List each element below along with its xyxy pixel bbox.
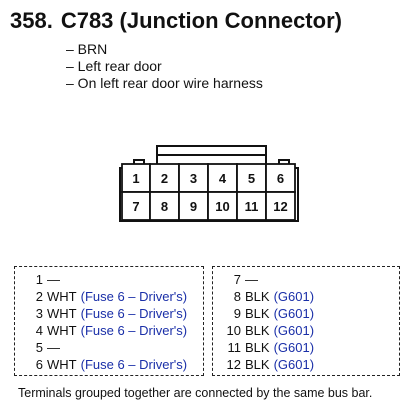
- pin-label: 12: [273, 198, 288, 214]
- table-row: 4 WHT(Fuse 6 – Driver's): [15, 322, 203, 339]
- wire-destination-link[interactable]: (G601): [273, 289, 315, 304]
- pin-number: 4: [35, 323, 43, 338]
- pin-number: 3: [35, 306, 43, 321]
- pin-label: 11: [244, 198, 259, 214]
- pin-label: 10: [215, 198, 230, 214]
- wire-destination-link[interactable]: (G601): [273, 340, 315, 355]
- pin-label: 6: [276, 170, 285, 186]
- pin-number: 12: [226, 357, 241, 372]
- wire-destination-link[interactable]: (Fuse 6 – Driver's): [80, 357, 188, 372]
- pin-label: 5: [247, 170, 256, 186]
- info-harness: – On left rear door wire harness: [66, 75, 263, 91]
- table-row: 1—: [15, 271, 203, 288]
- pin-number: 11: [227, 340, 242, 355]
- wire-color: WHT: [47, 357, 77, 372]
- cell-9: [178, 191, 209, 221]
- table-row: 5—: [15, 339, 203, 356]
- wire-color: BLK: [245, 357, 270, 372]
- pin-label: 8: [160, 198, 169, 214]
- pin-label: 1: [132, 170, 140, 186]
- pin-label: 9: [189, 198, 198, 214]
- table-row: 6 WHT(Fuse 6 – Driver's): [15, 356, 203, 373]
- pin-number: 7: [233, 272, 241, 287]
- table-row: 8 BLK(G601): [213, 288, 399, 305]
- pin-number: 5: [35, 340, 43, 355]
- wire-color: BLK: [245, 340, 270, 355]
- table-row: 9 BLK(G601): [213, 305, 399, 322]
- pin-number: 10: [226, 323, 241, 338]
- wire-destination-link[interactable]: (G601): [273, 357, 315, 372]
- wire-color: BLK: [245, 289, 270, 304]
- wire-destination-link[interactable]: (G601): [273, 306, 315, 321]
- wire-color: BLK: [245, 306, 270, 321]
- connector-title: C783 (Junction Connector): [60, 8, 342, 33]
- section-number: 358.: [10, 8, 53, 33]
- table-row: 10 BLK(G601): [213, 322, 399, 339]
- pin-number: 9: [233, 306, 241, 321]
- pin-label: 7: [132, 198, 140, 214]
- page-title: 358. C783 (Junction Connector): [10, 8, 342, 34]
- pin-number: 1: [35, 272, 43, 287]
- wire-color: BLK: [245, 323, 270, 338]
- wire-destination-link[interactable]: (Fuse 6 – Driver's): [80, 306, 188, 321]
- wire-color: —: [47, 272, 60, 287]
- table-row: 12 BLK(G601): [213, 356, 399, 373]
- wire-color: —: [47, 340, 60, 355]
- wire-destination-link[interactable]: (Fuse 6 – Driver's): [80, 289, 188, 304]
- cell-7: [121, 191, 151, 221]
- wire-color: WHT: [47, 323, 77, 338]
- info-color: – BRN: [66, 41, 108, 57]
- wire-destination-link[interactable]: (G601): [273, 323, 315, 338]
- table-row: 7—: [213, 271, 399, 288]
- wire-color: WHT: [47, 289, 77, 304]
- footnote: Terminals grouped together are connected…: [18, 386, 373, 400]
- wire-destination-link[interactable]: (Fuse 6 – Driver's): [80, 323, 188, 338]
- pin-label: 4: [218, 170, 227, 186]
- cell-5: [236, 163, 267, 193]
- pin-number: 2: [35, 289, 43, 304]
- pin-label: 3: [189, 170, 198, 186]
- info-location: – Left rear door: [66, 58, 162, 74]
- cell-12: [265, 191, 296, 221]
- pin-number: 6: [35, 357, 43, 372]
- table-row: 2 WHT(Fuse 6 – Driver's): [15, 288, 203, 305]
- wire-color: WHT: [47, 306, 77, 321]
- connector-info: – BRN – Left rear door – On left rear do…: [66, 41, 263, 92]
- pin-number: 8: [233, 289, 241, 304]
- pin-label: 2: [160, 170, 169, 186]
- table-row: 3 WHT(Fuse 6 – Driver's): [15, 305, 203, 322]
- wire-color: —: [245, 272, 258, 287]
